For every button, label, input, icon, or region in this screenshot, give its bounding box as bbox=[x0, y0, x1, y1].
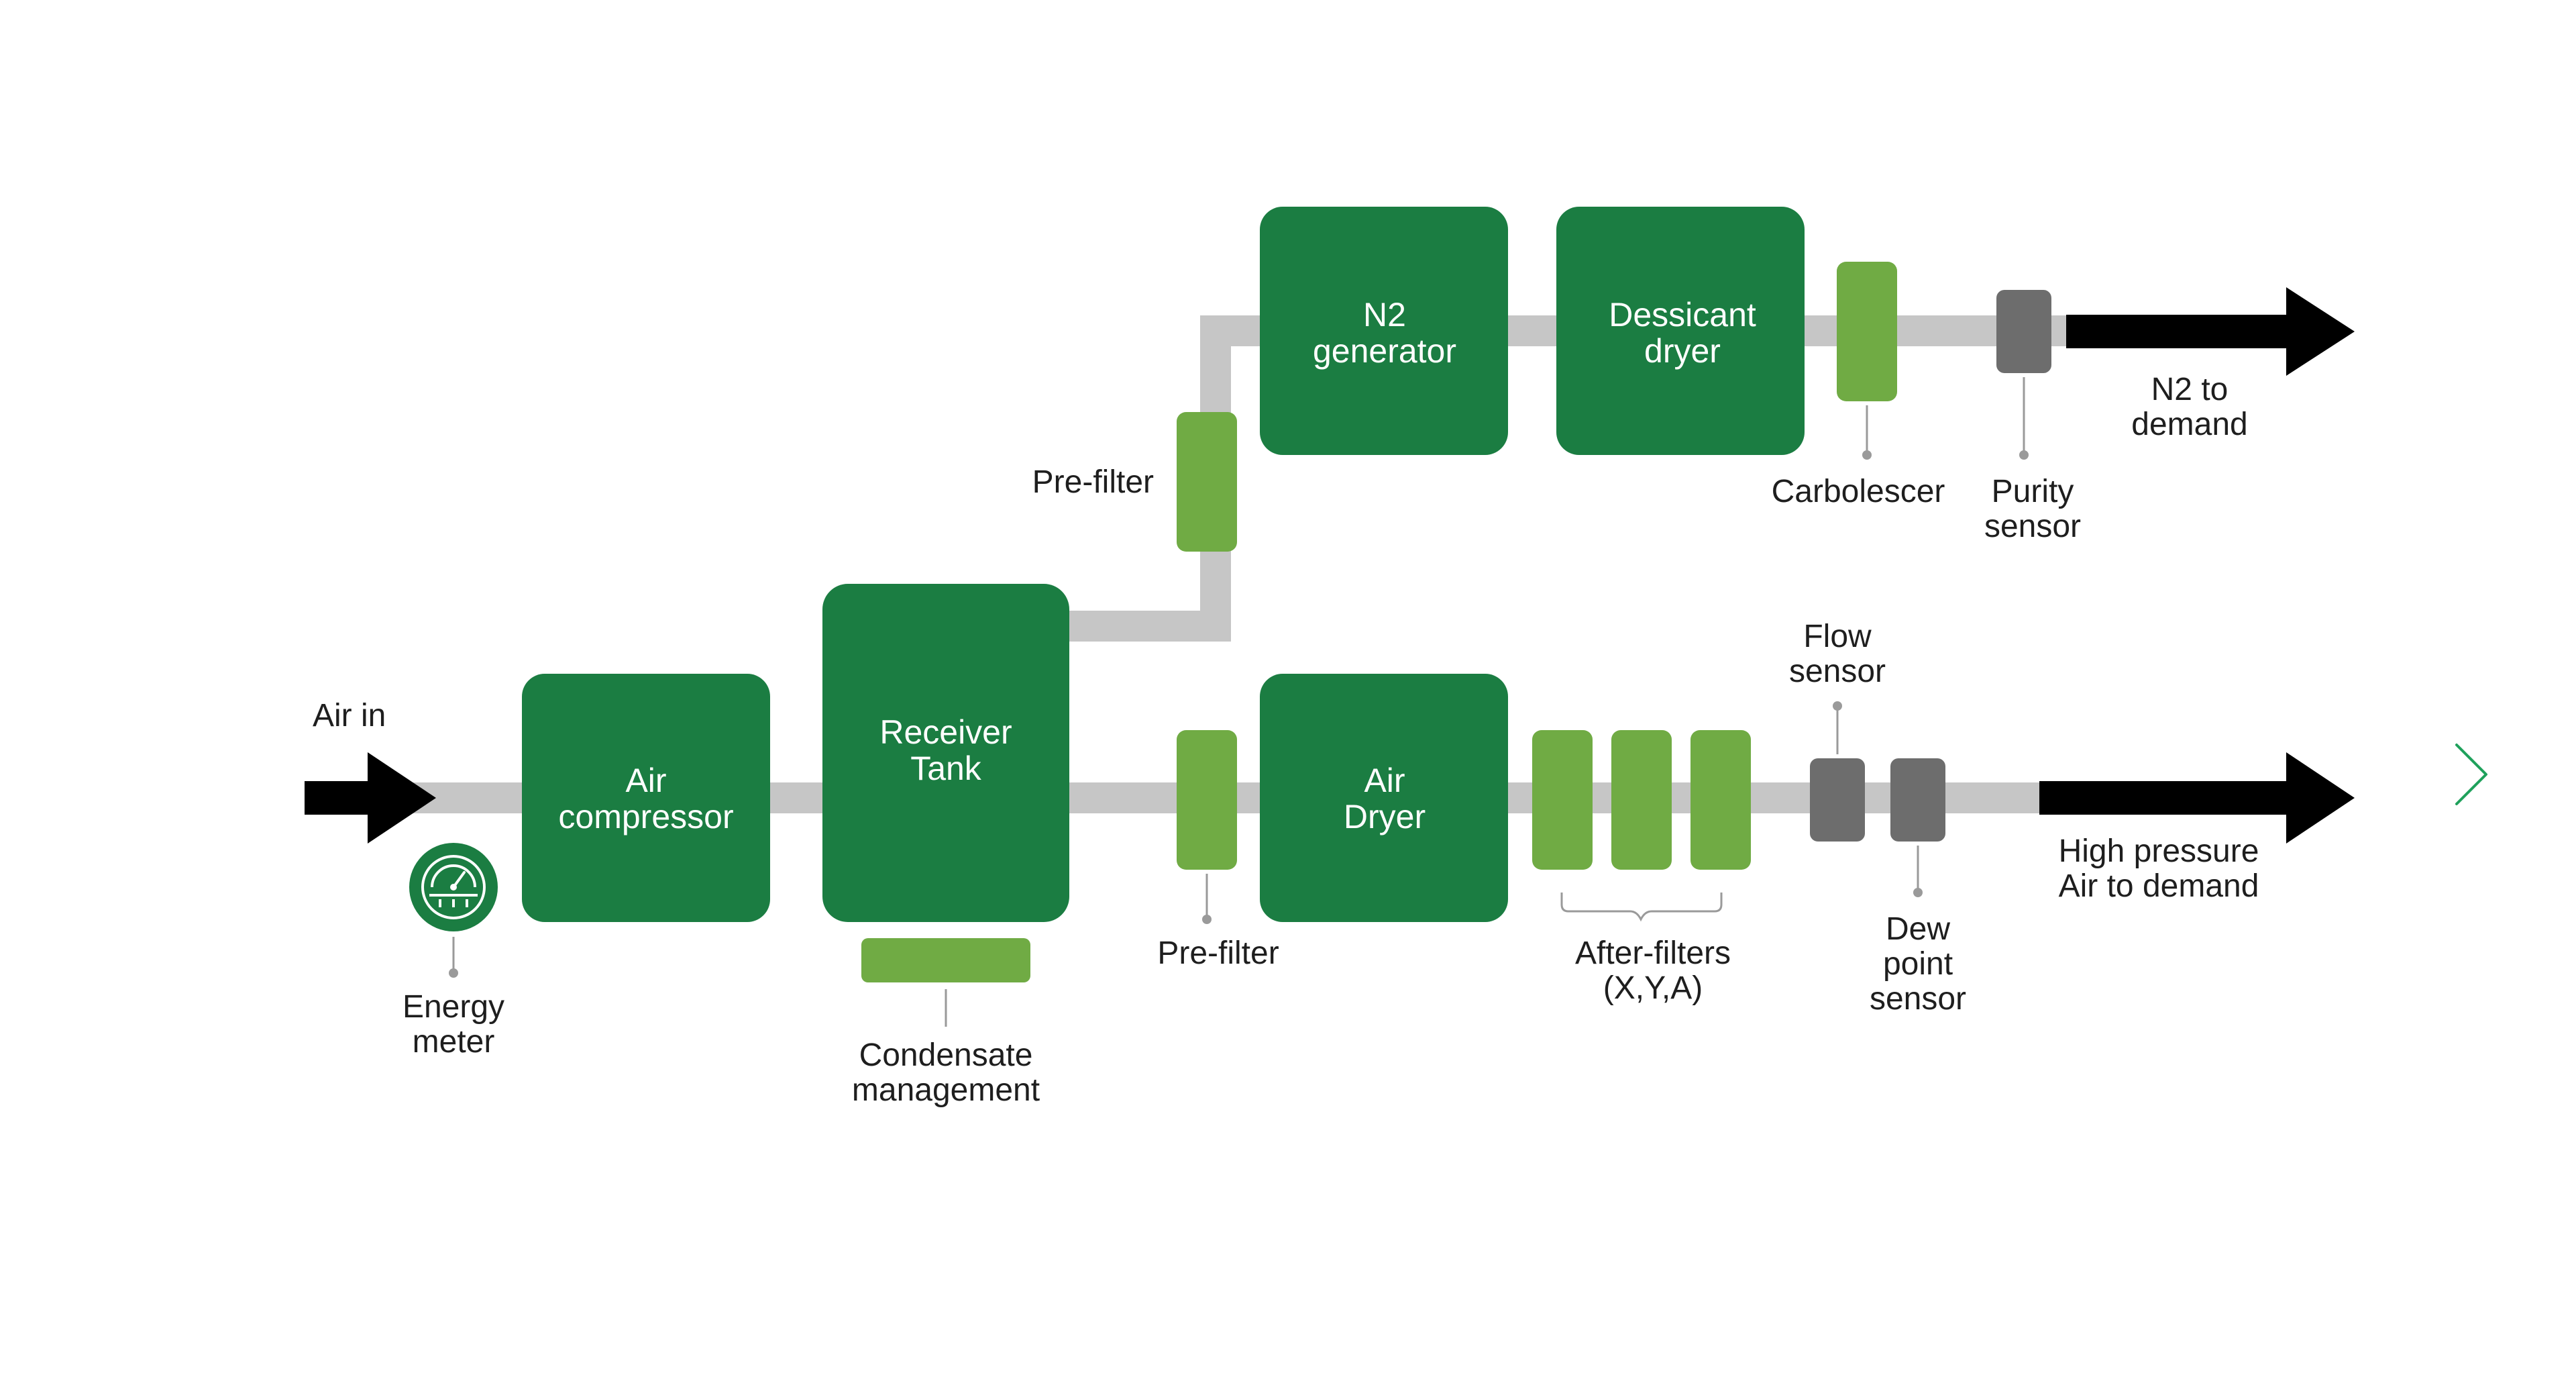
n2-generator-label-line2: generator bbox=[1313, 332, 1456, 370]
air-dryer: Air Dryer bbox=[1260, 674, 1508, 922]
energy-meter-label-line1: Energy bbox=[402, 989, 504, 1025]
gauge-icon bbox=[409, 843, 498, 931]
n2-prefilter-label: Pre-filter bbox=[1032, 464, 1154, 500]
air-dryer-label-line1: Air bbox=[1364, 762, 1405, 799]
energy-meter-label-line2: meter bbox=[413, 1024, 495, 1060]
flow-sensor-label-line1: Flow bbox=[1803, 619, 1872, 654]
dessicant-dryer-label-line2: dryer bbox=[1644, 332, 1721, 370]
flow-sensor: Flow sensor bbox=[1789, 619, 1886, 842]
condensate-management: Condensate management bbox=[852, 938, 1040, 1108]
receiver-tank: Receiver Tank bbox=[822, 584, 1069, 922]
after-filter-x bbox=[1532, 730, 1593, 870]
dessicant-dryer: Dessicant dryer bbox=[1556, 207, 1805, 455]
n2-output-label-line2: demand bbox=[2131, 407, 2247, 442]
after-filters-brace bbox=[1560, 893, 1723, 922]
air-compressor: Air compressor bbox=[522, 674, 770, 922]
n2-output-arrow bbox=[2066, 287, 2355, 376]
condensate-label-line1: Condensate bbox=[859, 1037, 1033, 1073]
energy-meter: Energy meter bbox=[402, 843, 504, 1060]
n2-prefilter: Pre-filter bbox=[1032, 412, 1237, 552]
dessicant-dryer-label-line1: Dessicant bbox=[1609, 296, 1756, 334]
dew-point-sensor: Dew point sensor bbox=[1870, 758, 1966, 1017]
after-filters: After-filters (X,Y,A) bbox=[1532, 730, 1751, 1006]
chevron-right-icon[interactable] bbox=[2435, 738, 2502, 859]
air-in-label: Air in bbox=[313, 698, 386, 733]
purity-sensor: Purity sensor bbox=[1984, 290, 2081, 544]
condensate-label-line2: management bbox=[852, 1072, 1040, 1108]
n2-output-label-line1: N2 to bbox=[2151, 372, 2229, 407]
n2-generator-label-line1: N2 bbox=[1363, 296, 1406, 334]
air-output-label-line2: Air to demand bbox=[2059, 868, 2259, 904]
dew-point-label-line2: point bbox=[1883, 946, 1953, 982]
air-compressor-label-line1: Air bbox=[625, 762, 666, 799]
air-prefilter: Pre-filter bbox=[1157, 730, 1279, 971]
air-output-label-line1: High pressure bbox=[2059, 833, 2259, 869]
purity-sensor-label-line1: Purity bbox=[1992, 474, 2074, 509]
after-filter-a bbox=[1690, 730, 1751, 870]
carbolescer-label: Carbolescer bbox=[1772, 474, 1945, 509]
carbolescer: Carbolescer bbox=[1772, 262, 1945, 509]
air-output-arrow bbox=[2039, 752, 2355, 844]
receiver-tank-label-line2: Tank bbox=[910, 750, 982, 787]
after-filter-y bbox=[1611, 730, 1672, 870]
dew-point-label-line1: Dew bbox=[1886, 911, 1950, 947]
dew-point-label-line3: sensor bbox=[1870, 981, 1966, 1017]
receiver-tank-label-line1: Receiver bbox=[879, 713, 1012, 751]
air-compressor-label-line2: compressor bbox=[558, 798, 733, 835]
after-filters-label-line1: After-filters bbox=[1575, 935, 1731, 971]
air-dryer-label-line2: Dryer bbox=[1344, 798, 1426, 835]
air-prefilter-label: Pre-filter bbox=[1157, 935, 1279, 971]
n2-generator: N2 generator bbox=[1260, 207, 1508, 455]
air-in-arrow bbox=[305, 752, 436, 844]
flow-sensor-label-line2: sensor bbox=[1789, 654, 1886, 689]
purity-sensor-label-line2: sensor bbox=[1984, 509, 2081, 544]
after-filters-label-line2: (X,Y,A) bbox=[1603, 970, 1703, 1006]
